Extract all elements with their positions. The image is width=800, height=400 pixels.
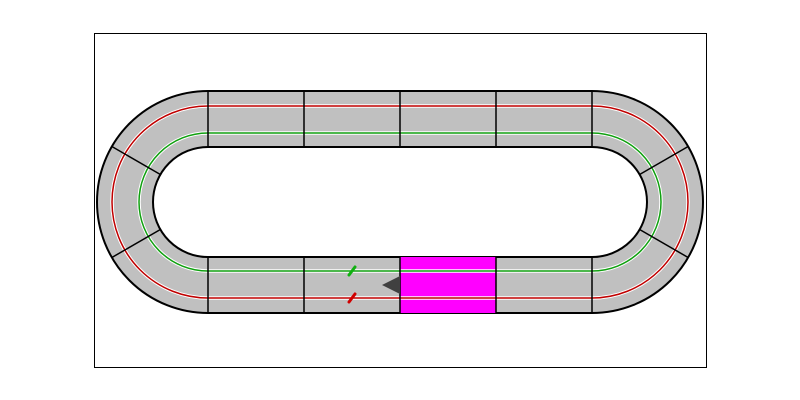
track-joint	[111, 228, 161, 259]
car-outer	[347, 292, 357, 304]
start-zone	[400, 257, 496, 313]
track-joint	[639, 228, 689, 259]
track	[96, 90, 704, 314]
canvas-frame	[94, 33, 707, 368]
track-joint	[639, 145, 689, 176]
car-inner	[347, 265, 357, 277]
direction-arrow-icon	[382, 276, 400, 294]
track-joint	[111, 145, 161, 176]
